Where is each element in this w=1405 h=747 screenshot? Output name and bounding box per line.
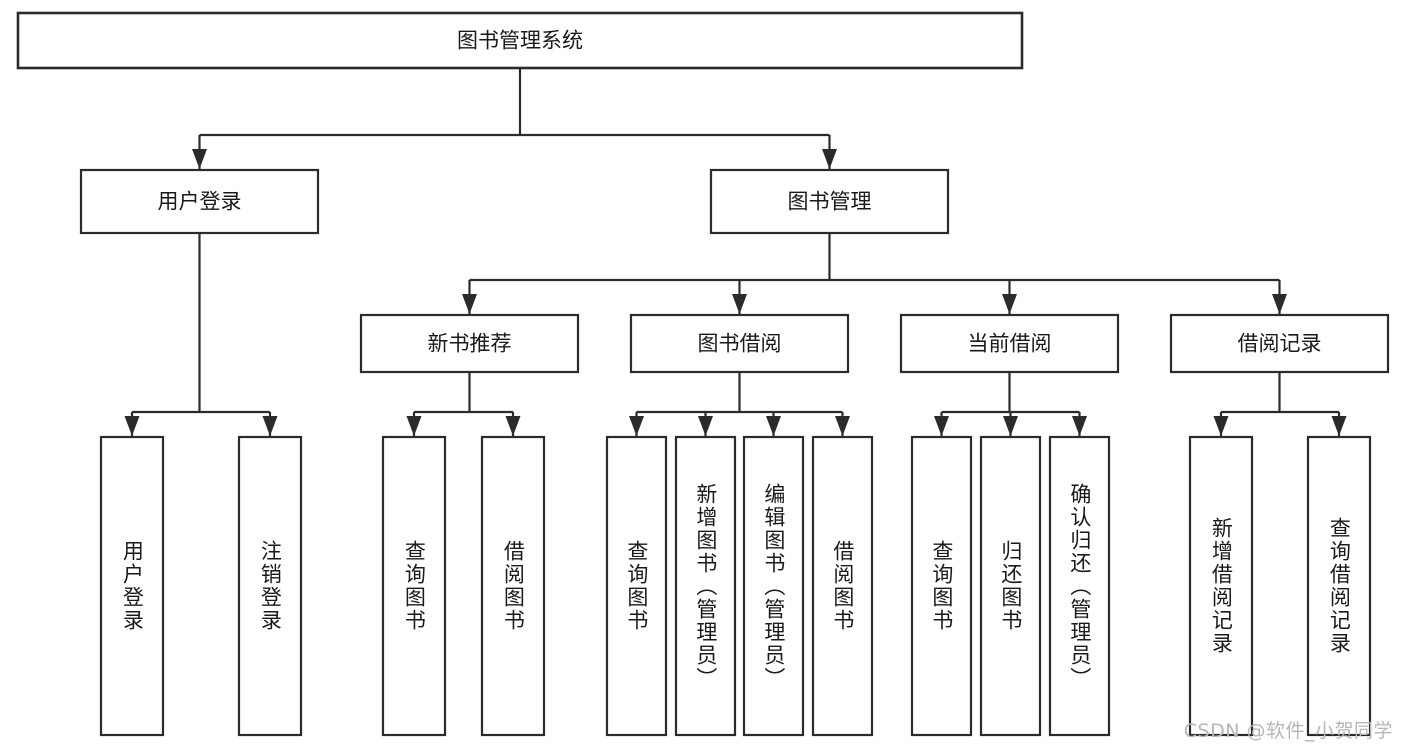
node-box[interactable] (910, 435, 973, 737)
arrow-head (406, 416, 422, 436)
arrow-head (1072, 416, 1087, 436)
node-box[interactable] (605, 435, 668, 737)
arrow-head (462, 294, 477, 314)
node-查询图书[interactable] (605, 435, 668, 737)
arrow-head (505, 416, 521, 436)
arrow-head (262, 416, 278, 436)
node-借阅记录[interactable]: 借阅记录 (1169, 313, 1390, 374)
arrow-head (1002, 294, 1017, 314)
node-label: 新书推荐 (428, 332, 512, 356)
node-查询图书[interactable] (381, 435, 447, 737)
node-box[interactable] (811, 435, 874, 737)
node-借阅图书[interactable] (480, 435, 546, 737)
arrow-head (1213, 416, 1229, 436)
arrow-head (1003, 416, 1018, 436)
arrow-head (934, 416, 949, 436)
node-box[interactable] (16, 11, 1024, 70)
node-用户登录[interactable] (99, 435, 165, 737)
arrow-head (1272, 294, 1287, 314)
node-box[interactable] (674, 435, 737, 737)
node-box[interactable] (1306, 435, 1372, 737)
node-归还图书[interactable] (979, 435, 1042, 737)
node-查询图书[interactable] (910, 435, 973, 737)
node-label: 当前借阅 (968, 332, 1052, 356)
node-借阅图书[interactable] (811, 435, 874, 737)
node-box[interactable] (629, 313, 850, 374)
node-box[interactable] (237, 435, 303, 737)
node-box[interactable] (79, 168, 320, 235)
node-box[interactable] (359, 313, 580, 374)
node-box[interactable] (899, 313, 1120, 374)
node-图书借阅[interactable]: 图书借阅 (629, 313, 850, 374)
node-图书管理系统[interactable]: 图书管理系统 (16, 11, 1024, 70)
node-用户登录[interactable]: 用户登录 (79, 168, 320, 235)
node-label: 图书借阅 (698, 332, 782, 356)
node-图书管理[interactable]: 图书管理 (709, 168, 950, 235)
node-新增图书管理员[interactable] (674, 435, 737, 737)
node-注销登录[interactable] (237, 435, 303, 737)
arrow-head (124, 416, 140, 436)
node-label: 借阅记录 (1238, 332, 1322, 356)
node-box[interactable] (381, 435, 447, 737)
node-确认归还管理员[interactable] (1048, 435, 1111, 737)
arrow-head (698, 416, 713, 436)
arrow-head (766, 416, 781, 436)
arrow-head (629, 416, 644, 436)
arrow-head (822, 149, 837, 169)
node-box[interactable] (480, 435, 546, 737)
node-box[interactable] (979, 435, 1042, 737)
node-box[interactable] (1048, 435, 1111, 737)
node-label: 图书管理系统 (457, 29, 583, 53)
node-编辑图书管理员[interactable] (742, 435, 805, 737)
edges-layer (124, 68, 1347, 436)
node-box[interactable] (709, 168, 950, 235)
node-查询借阅记录[interactable] (1306, 435, 1372, 737)
arrow-head (1331, 416, 1347, 436)
node-box[interactable] (742, 435, 805, 737)
node-新增借阅记录[interactable] (1188, 435, 1254, 737)
arrow-head (835, 416, 850, 436)
node-box[interactable] (1188, 435, 1254, 737)
node-label: 用户登录 (158, 190, 242, 214)
arrow-head (192, 149, 207, 169)
node-box[interactable] (1169, 313, 1390, 374)
node-label: 图书管理 (788, 190, 872, 214)
node-box[interactable] (99, 435, 165, 737)
node-当前借阅[interactable]: 当前借阅 (899, 313, 1120, 374)
arrow-head (732, 294, 747, 314)
node-新书推荐[interactable]: 新书推荐 (359, 313, 580, 374)
watermark: CSDN @软件_小贺同学 (1183, 720, 1393, 742)
